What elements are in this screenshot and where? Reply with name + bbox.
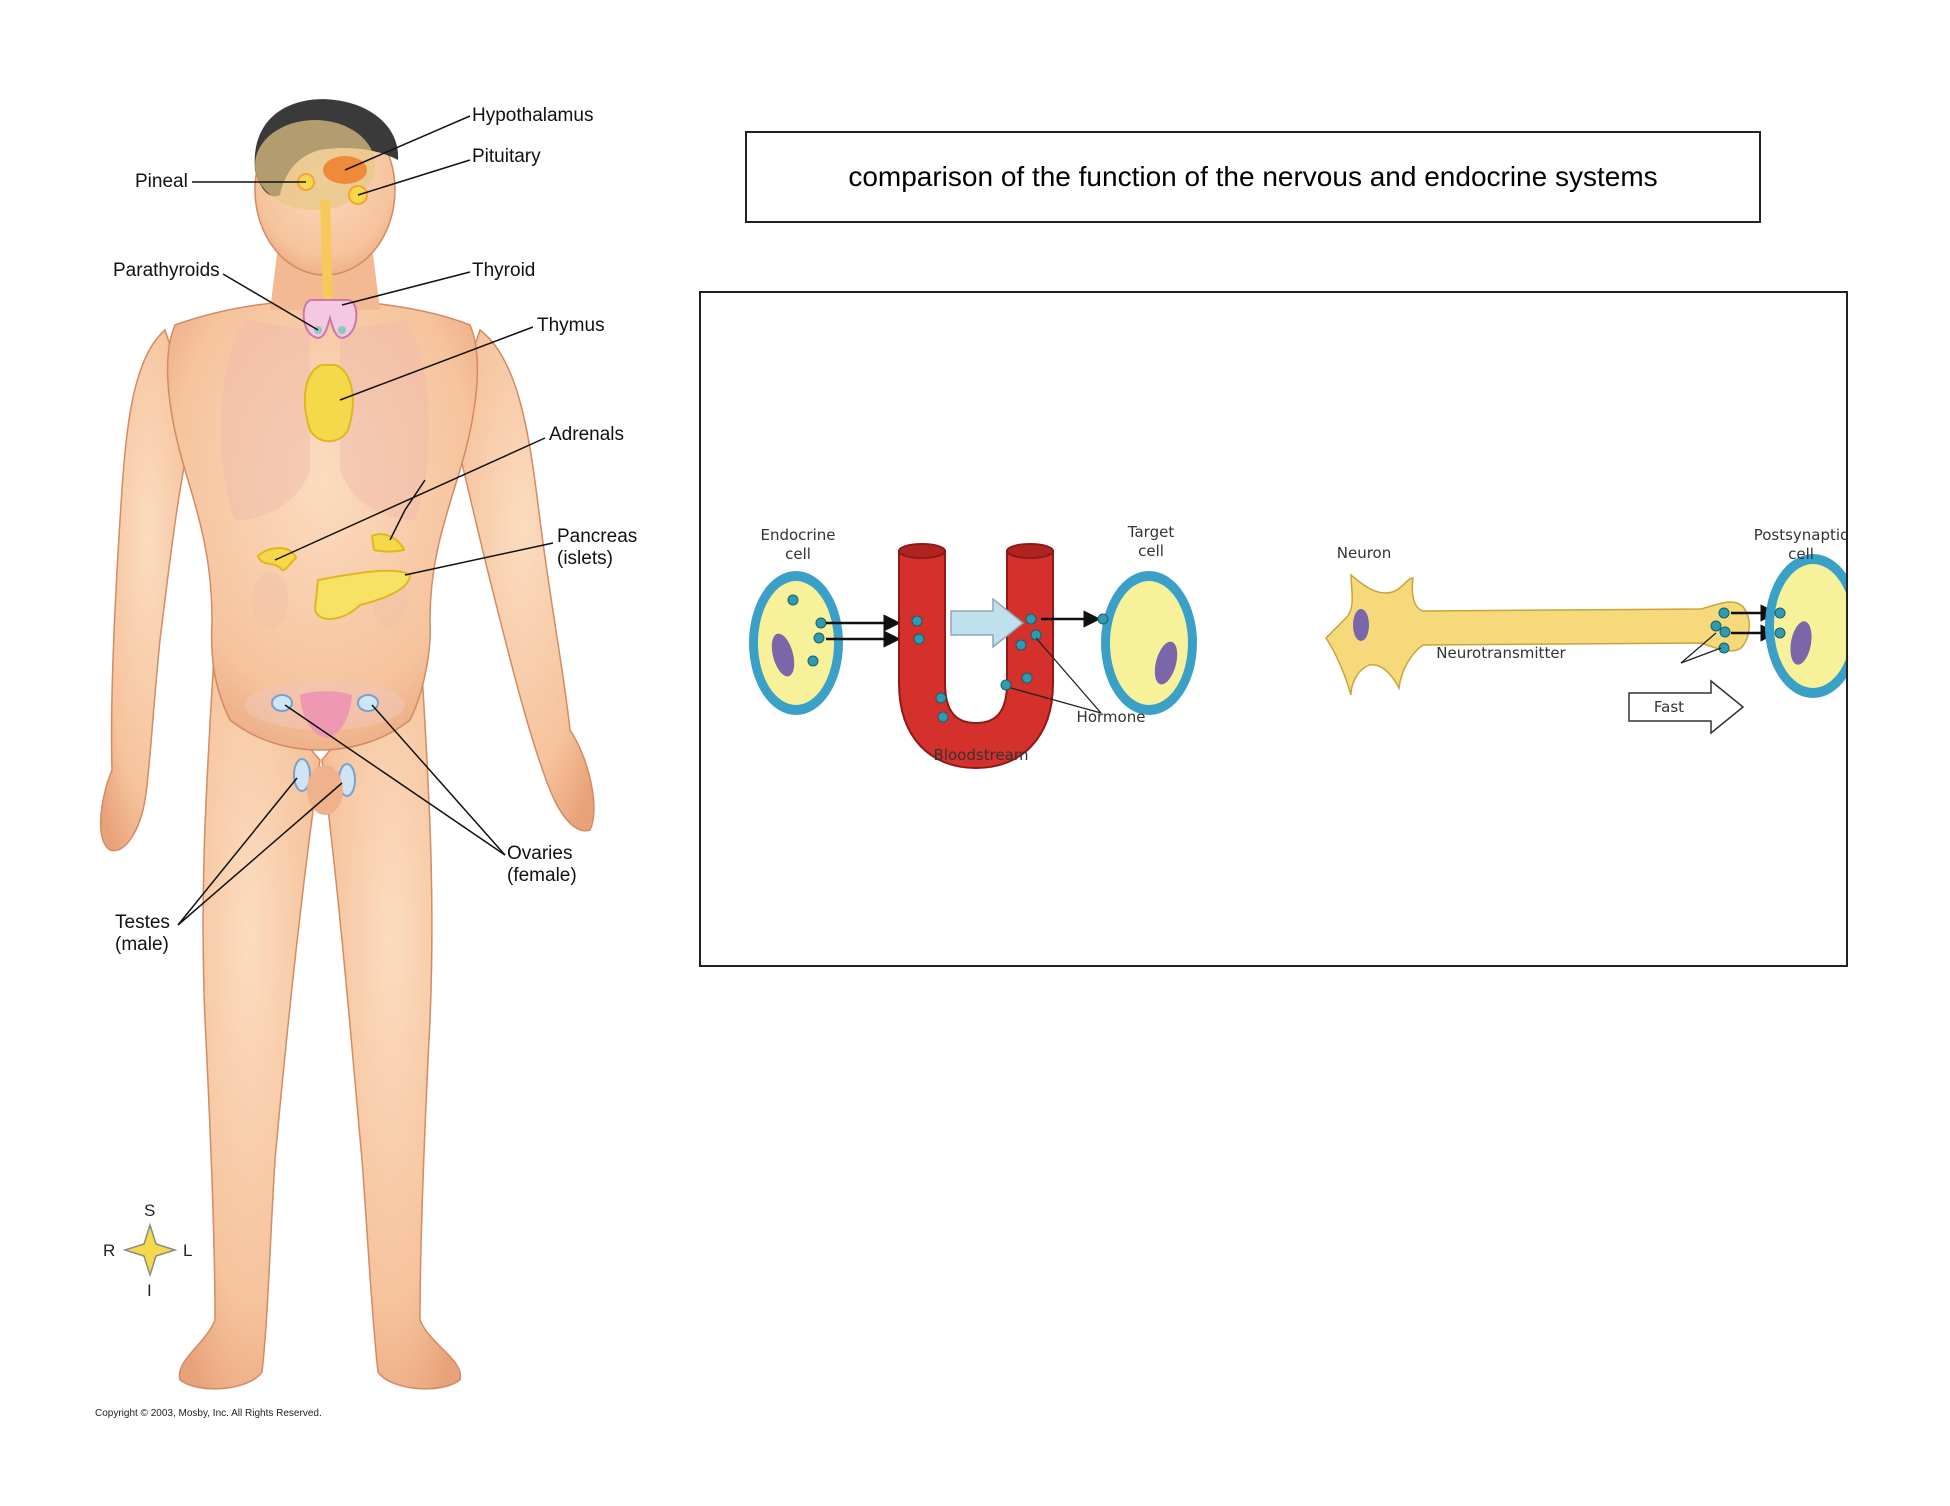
compass-rose xyxy=(122,1222,178,1278)
uterus xyxy=(300,691,352,738)
thymus-gland xyxy=(303,364,354,443)
compass-left: L xyxy=(183,1241,193,1260)
leader-lines xyxy=(177,115,554,926)
compass-inferior: I xyxy=(147,1281,152,1300)
genitals xyxy=(307,765,343,815)
title-box: comparison of the function of the nervou… xyxy=(745,131,1761,223)
label-hormone: Hormone xyxy=(1076,708,1146,726)
label-pituitary: Pituitary xyxy=(472,146,541,167)
label-postsynaptic-cell: Postsynaptic cell xyxy=(1753,526,1849,563)
endocrine-cell xyxy=(749,571,843,715)
postsynaptic-cell xyxy=(1765,554,1846,698)
label-ovaries: Ovaries (female) xyxy=(507,843,577,886)
label-pineal: Pineal xyxy=(135,171,188,192)
label-parathyroids: Parathyroids xyxy=(113,260,220,281)
adrenal-gland xyxy=(370,533,406,553)
comparison-diagram xyxy=(749,543,1846,770)
label-target-cell: Target cell xyxy=(1127,523,1175,560)
label-thyroid: Thyroid xyxy=(472,260,536,281)
label-pancreas: Pancreas (islets) xyxy=(557,526,638,569)
bloodstream-tube xyxy=(898,543,1054,770)
label-adrenals: Adrenals xyxy=(549,424,624,445)
label-neurotransmitter: Neurotransmitter xyxy=(1436,644,1566,662)
lungs xyxy=(221,320,429,520)
human-body-illustration xyxy=(100,99,595,1390)
brain-cutaway xyxy=(255,120,375,210)
left-leg xyxy=(178,638,321,1390)
parathyroid-gland xyxy=(338,326,346,334)
compass-right: R xyxy=(103,1241,116,1260)
label-endocrine-cell: Endocrine cell xyxy=(760,526,836,563)
label-bloodstream: Bloodstream xyxy=(933,746,1029,764)
page-title: comparison of the function of the nervou… xyxy=(848,161,1658,192)
pancreas-gland xyxy=(313,569,412,620)
comparison-panel: Endocrine cell Target cell Bloodstream H… xyxy=(699,291,1848,967)
neuron xyxy=(1325,573,1750,696)
label-neuron: Neuron xyxy=(1336,544,1392,562)
label-testes: Testes (male) xyxy=(115,912,170,955)
copyright-notice: Copyright © 2003, Mosby, Inc. All Rights… xyxy=(95,1408,322,1419)
left-arm xyxy=(449,328,595,832)
torso xyxy=(166,299,479,751)
label-hypothalamus: Hypothalamus xyxy=(472,105,594,126)
right-leg xyxy=(321,638,462,1390)
testis-gland xyxy=(293,758,311,792)
label-thymus: Thymus xyxy=(537,315,605,336)
fast-arrow xyxy=(1628,679,1745,735)
spinal-cord xyxy=(320,199,333,301)
right-arm xyxy=(100,328,196,852)
label-fast: Fast xyxy=(1653,698,1685,716)
kidney xyxy=(252,572,288,628)
flow-direction-arrow xyxy=(950,597,1025,649)
compass-superior: S xyxy=(144,1201,156,1220)
target-cell xyxy=(1097,571,1197,715)
